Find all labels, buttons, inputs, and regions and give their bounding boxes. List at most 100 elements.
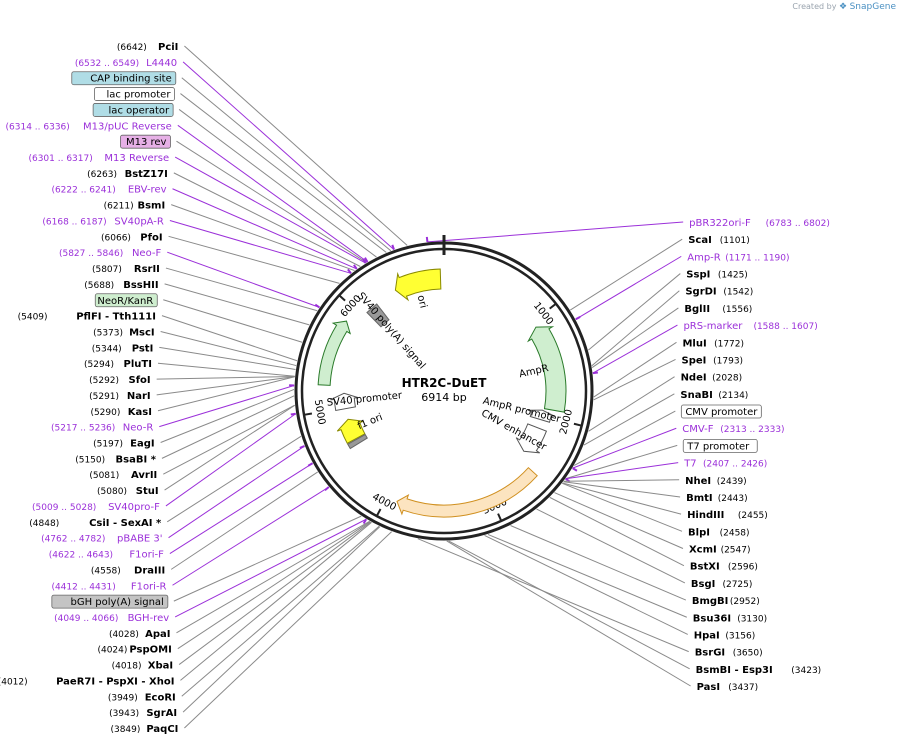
credit-prefix: Created by bbox=[792, 2, 837, 11]
leader-line bbox=[173, 172, 361, 267]
leader-line bbox=[583, 393, 675, 446]
leader-line bbox=[157, 376, 295, 412]
site-position: (4024) bbox=[97, 646, 127, 656]
leader-line bbox=[448, 540, 690, 670]
feature-arrow-cmv-enhancer bbox=[515, 423, 548, 454]
map-label: F1ori-F(4622 .. 4643) bbox=[49, 550, 164, 561]
site-position: (3943) bbox=[109, 709, 139, 719]
site-position: (5009 .. 5028) bbox=[32, 503, 96, 513]
leader-line bbox=[572, 427, 677, 469]
feature-box-label: CMV promoter bbox=[685, 407, 758, 418]
map-label: BmtI(2443) bbox=[686, 493, 748, 504]
site-position: (5827 .. 5846) bbox=[59, 249, 123, 259]
map-label: PaeR7I - PspXI - XhoI(4012) bbox=[0, 676, 174, 687]
enzyme-name: PluTI bbox=[124, 359, 152, 370]
tick-mark bbox=[573, 422, 582, 427]
enzyme-name: BlpI bbox=[688, 527, 710, 538]
map-label: KasI(5290) bbox=[90, 407, 152, 418]
map-label: EagI(5197) bbox=[93, 439, 155, 450]
map-label: pBABE 3'(4762 .. 4782) bbox=[41, 534, 162, 545]
leader-line bbox=[178, 521, 372, 665]
leader-line bbox=[588, 376, 675, 432]
enzyme-name: PaqCI bbox=[146, 724, 178, 735]
site-position: (2407 .. 2426) bbox=[703, 460, 767, 470]
enzyme-name: BsaBI * bbox=[116, 454, 157, 465]
leader-line bbox=[536, 508, 686, 584]
feature-arrow-ori bbox=[394, 268, 442, 302]
leader-line bbox=[159, 346, 296, 370]
map-label: Neo-F(5827 .. 5846) bbox=[59, 248, 162, 259]
site-position: (5344) bbox=[92, 344, 122, 354]
map-label: L4440(6532 .. 6549) bbox=[75, 58, 177, 69]
leader-line bbox=[161, 315, 298, 362]
leader-line bbox=[160, 331, 297, 367]
enzyme-name: BsgI bbox=[691, 579, 715, 590]
feature-arrow-f1-ori bbox=[336, 418, 366, 445]
map-label: pBR322ori-F(6783 .. 6802) bbox=[689, 218, 830, 229]
site-position: (4558) bbox=[91, 566, 121, 576]
leader-line bbox=[173, 515, 362, 602]
map-label: pRS-marker (1588 .. 1607) bbox=[683, 321, 817, 332]
map-label: CMV promoter bbox=[680, 404, 762, 419]
site-position: (4848) bbox=[29, 519, 59, 529]
leader-line bbox=[593, 359, 676, 401]
leader-line bbox=[510, 525, 687, 601]
primer-name: pBR322ori-F bbox=[689, 218, 751, 229]
leader-line bbox=[575, 255, 682, 320]
feature-box-label: bGH poly(A) signal bbox=[70, 597, 163, 608]
map-label: NeoR/KanR bbox=[94, 293, 158, 308]
feature-box bbox=[71, 71, 177, 86]
site-position: (1542) bbox=[723, 288, 753, 298]
enzyme-name: HpaI bbox=[694, 630, 720, 641]
map-label: SV40pro-F(5009 .. 5028) bbox=[32, 502, 160, 513]
leader-line bbox=[563, 481, 681, 498]
label-leader-lines bbox=[156, 45, 691, 729]
map-label: PspOMI(4024) bbox=[97, 645, 171, 656]
tick-label: 1000 bbox=[531, 300, 555, 327]
site-position: (6532 .. 6549) bbox=[75, 59, 139, 69]
enzyme-name: ApaI bbox=[145, 629, 170, 640]
primer-site-mark bbox=[391, 244, 395, 250]
leader-line bbox=[174, 518, 367, 618]
site-position: (2134) bbox=[718, 391, 748, 401]
map-label: PluTI(5294) bbox=[84, 359, 152, 370]
site-position: (1556) bbox=[722, 305, 752, 315]
site-position: (3423) bbox=[791, 666, 821, 676]
leader-line bbox=[182, 61, 395, 250]
map-label: PciI(6642) bbox=[117, 42, 179, 53]
site-position: (2313 .. 2333) bbox=[720, 425, 784, 435]
leader-line bbox=[549, 496, 685, 567]
map-label: BsmI(6211) bbox=[104, 201, 166, 212]
site-position: (1588 .. 1607) bbox=[753, 322, 817, 332]
site-position: (5409) bbox=[18, 313, 48, 323]
site-position: (6314 .. 6336) bbox=[6, 122, 70, 132]
feature-box bbox=[94, 293, 158, 308]
enzyme-name: EcoRI bbox=[145, 692, 176, 703]
site-position: (3130) bbox=[737, 614, 767, 624]
map-label: CsiI - SexAI *(4848) bbox=[29, 518, 162, 529]
map-label: M13 rev bbox=[120, 134, 171, 149]
enzyme-name: RsrII bbox=[134, 264, 160, 275]
leader-line bbox=[177, 124, 368, 263]
leader-line bbox=[417, 538, 689, 653]
leader-line bbox=[172, 188, 357, 270]
map-label: EBV-rev(6222 .. 6241) bbox=[51, 185, 166, 196]
leader-line bbox=[163, 299, 303, 343]
map-label: NarI(5291) bbox=[89, 391, 151, 402]
map-label: BsrGI(3650) bbox=[695, 648, 763, 659]
enzyme-name: PspOMI bbox=[129, 645, 171, 656]
plasmid-name: HTR2C-DuET bbox=[402, 376, 488, 390]
site-position: (1101) bbox=[720, 236, 750, 246]
map-label: T7(2407 .. 2426) bbox=[683, 459, 767, 470]
enzyme-name: AvrII bbox=[131, 470, 157, 481]
primer-name: pRS-marker bbox=[683, 321, 743, 332]
map-label: PaqCI (3849) bbox=[110, 724, 178, 735]
primer-site-mark bbox=[362, 518, 368, 525]
primer-site-mark bbox=[290, 412, 296, 416]
map-label: EcoRI(3949) bbox=[108, 692, 176, 703]
map-label: F1ori-R(4412 .. 4431) bbox=[51, 581, 166, 592]
site-position: (3849) bbox=[110, 725, 140, 735]
primer-site-mark bbox=[347, 268, 352, 274]
map-label: HpaI(3156) bbox=[694, 630, 756, 641]
site-position: (5197) bbox=[93, 440, 123, 450]
